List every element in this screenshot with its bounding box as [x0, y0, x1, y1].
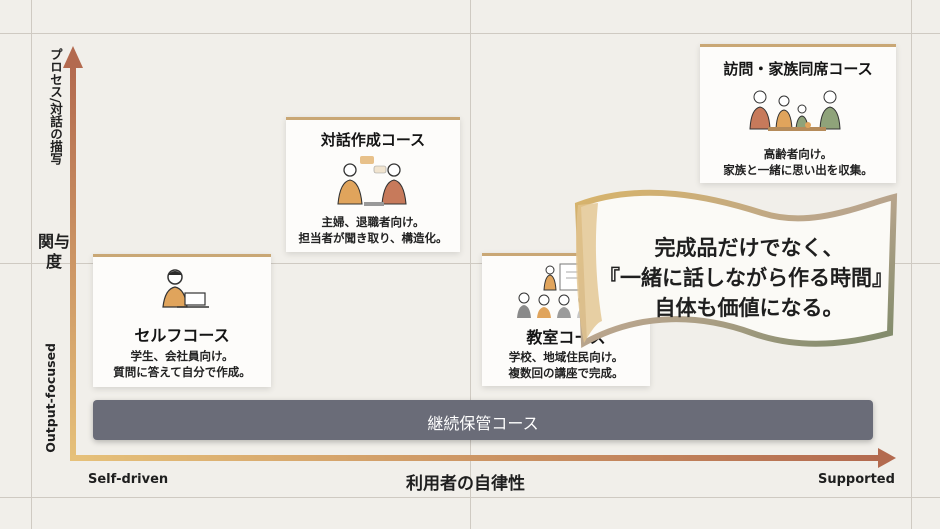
- card-dialogue-title: 対話作成コース: [320, 131, 426, 149]
- card-visit-desc-line1: 高齢者向け。: [763, 147, 833, 161]
- x-axis-high-label: Supported: [818, 472, 895, 487]
- card-classroom-desc-line2: 複数回の講座で完成。: [508, 366, 624, 380]
- y-axis-low-label: Output-focused: [43, 343, 58, 453]
- x-axis-title: 利用者の自律性: [406, 474, 525, 494]
- message-banner: [574, 189, 898, 348]
- y-axis-arrowhead: [63, 46, 83, 68]
- two-people-talking-icon: [337, 156, 407, 206]
- card-visit-title: 訪問・家族同席コース: [723, 60, 873, 78]
- grid-line-right: [911, 0, 912, 529]
- card-visit-desc-line2: 家族と一緒に思い出を収集。: [723, 163, 873, 177]
- family-gathering-icon: [749, 90, 841, 131]
- x-axis-arrowhead: [878, 448, 896, 468]
- card-dialogue-course: 対話作成コース 主婦、退職者向け。 担当者が聞き取り、構造化。: [286, 117, 460, 252]
- card-classroom-desc-line1: 学校、地域住民向け。: [508, 350, 624, 364]
- person-laptop-icon: [162, 269, 209, 308]
- y-axis-line: [70, 66, 76, 461]
- banner-line1: 完成品だけでなく、: [654, 236, 844, 260]
- card-self-desc-line2: 質問に答えて自分で作成。: [113, 365, 251, 379]
- grid-line-left: [31, 0, 32, 529]
- x-axis-low-label: Self-driven: [88, 472, 169, 487]
- card-self-course: セルフコース 学生、会社員向け。 質問に答えて自分で作成。: [93, 254, 271, 387]
- archive-bar-label: 継続保管コース: [427, 414, 539, 433]
- banner-line3: 自体も価値になる。: [654, 296, 844, 320]
- card-dialogue-desc-line2: 担当者が聞き取り、構造化。: [298, 231, 448, 245]
- card-self-desc-line1: 学生、会社員向け。: [130, 349, 234, 363]
- archive-bar: 継続保管コース: [93, 400, 873, 440]
- y-axis-title: プロセス/対話の描写: [48, 48, 63, 166]
- y-axis-main-title: 関与度: [37, 232, 70, 271]
- card-visit-course: 訪問・家族同席コース 高齢者向け。 家族と一緒に思い出を収集。: [700, 44, 896, 183]
- x-axis-line: [72, 455, 880, 461]
- banner-line2: 『一緒に話しながら作る時間』: [599, 266, 893, 290]
- card-self-title: セルフコース: [134, 326, 230, 345]
- card-dialogue-desc-line1: 主婦、退職者向け。: [321, 215, 425, 229]
- grid-line-middle-v: [470, 0, 471, 529]
